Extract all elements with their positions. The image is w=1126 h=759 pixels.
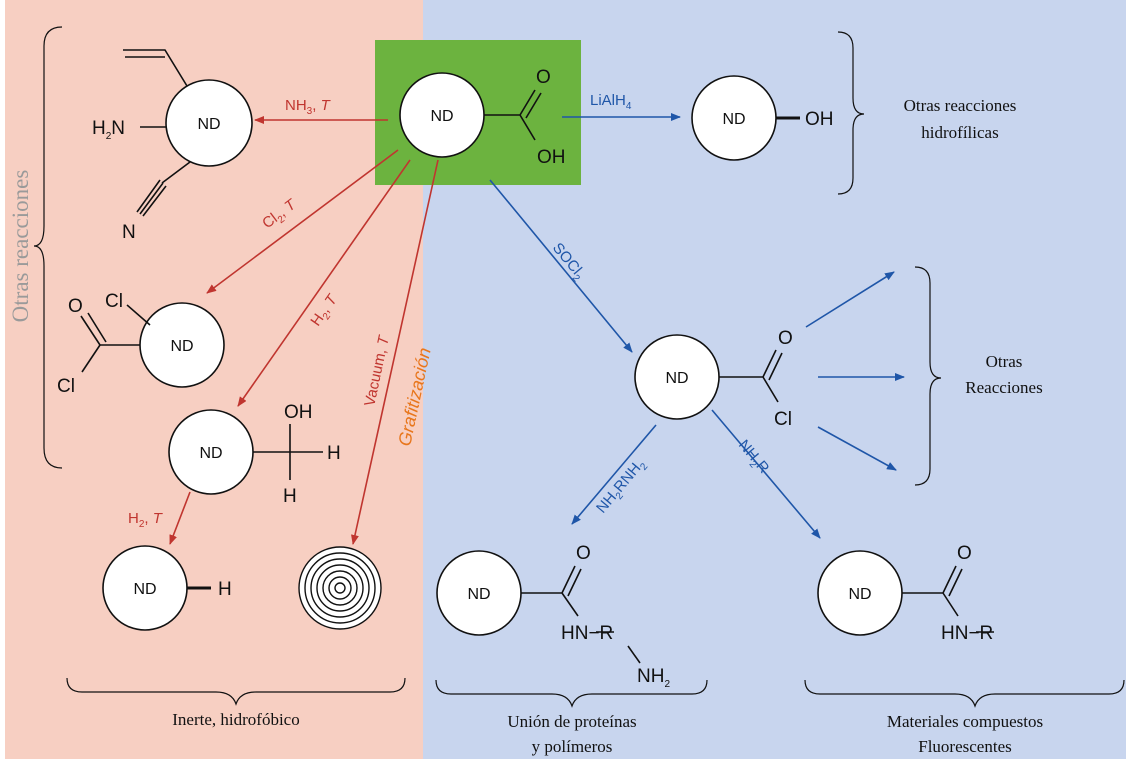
arrow-other-3 bbox=[817, 426, 897, 471]
arrow-vacuum bbox=[351, 159, 439, 545]
hn-r-label: HN−R bbox=[561, 623, 613, 644]
acyl-chloride-bonds bbox=[719, 349, 783, 403]
materiales-brace bbox=[804, 679, 1125, 708]
hydroxymethyl-molecule: ND OH H H bbox=[168, 402, 341, 507]
arrow-nh2r bbox=[711, 409, 821, 539]
materiales-caption-line2: Fluorescentes bbox=[918, 737, 1011, 756]
left-side-brace bbox=[33, 26, 63, 469]
hydroxymethyl-bonds bbox=[253, 424, 323, 480]
nitrile-n-label: N bbox=[122, 222, 136, 243]
nh2-label: NH2 bbox=[637, 666, 670, 690]
acyl-chloride-product: ND O Cl bbox=[634, 328, 793, 430]
arrow-h2-second bbox=[169, 491, 191, 545]
chloro-label: Cl bbox=[105, 291, 123, 312]
amide-o-label: O bbox=[576, 543, 591, 564]
acyl-chloride-molecule-left: ND Cl O Cl bbox=[57, 291, 225, 397]
nd-label: ND bbox=[467, 586, 490, 603]
nd-label: ND bbox=[133, 581, 156, 598]
amide-bonds bbox=[521, 565, 641, 664]
union-caption-line2: y polímeros bbox=[532, 737, 613, 756]
carboxyl-molecule: ND O OH bbox=[399, 67, 566, 168]
hydrogen-label: H bbox=[327, 443, 341, 464]
inerte-caption: Inerte, hidrofóbico bbox=[172, 710, 299, 729]
amide-bonds bbox=[902, 565, 994, 633]
nd-label: ND bbox=[848, 586, 871, 603]
vinyl-bond bbox=[123, 49, 188, 87]
nd-label: ND bbox=[722, 111, 745, 128]
amide-product-nh2: ND O HN−R NH2 bbox=[436, 543, 670, 690]
otras-reacciones-brace bbox=[914, 266, 942, 486]
carbonyl-o-label: O bbox=[68, 296, 83, 317]
union-brace bbox=[435, 679, 708, 708]
otras-reacciones-vertical-caption: Otras reacciones bbox=[8, 170, 33, 323]
carboxyl-oh-label: OH bbox=[537, 147, 566, 168]
reagent-lialh4-label: LiAlH4 bbox=[590, 92, 632, 112]
hydrophilic-brace bbox=[837, 31, 865, 195]
arrow-socl2 bbox=[489, 179, 633, 353]
hydrogen-label: H bbox=[218, 579, 232, 600]
hydrogenated-molecule: ND H bbox=[102, 545, 232, 631]
nd-label: ND bbox=[199, 445, 222, 462]
carboxyl-o-label: O bbox=[536, 67, 551, 88]
carbonyl-bond bbox=[80, 312, 140, 346]
otras-hidrofilicas-caption-line2: hidrofílicas bbox=[921, 123, 998, 142]
amide-o-label: O bbox=[957, 543, 972, 564]
arrow-cl2 bbox=[206, 149, 399, 294]
nd-label: ND bbox=[197, 116, 220, 133]
acyl-cl-label: Cl bbox=[774, 409, 792, 430]
hydroxyl-product: ND OH bbox=[691, 75, 834, 161]
nd-label: ND bbox=[430, 108, 453, 125]
chloro-bond bbox=[126, 304, 151, 326]
nd-particle-amine bbox=[165, 79, 253, 167]
carboxyl-bonds bbox=[484, 89, 542, 141]
arrow-nh2rnh2 bbox=[571, 424, 657, 525]
amide-product-r: ND O HN−R bbox=[817, 543, 994, 644]
reagent-h2-second-label: H2, T bbox=[128, 510, 164, 530]
hn-r-label: HN−R bbox=[941, 623, 993, 644]
acyl-cl-label: Cl bbox=[57, 376, 75, 397]
nd-label: ND bbox=[170, 338, 193, 355]
graphitized-onion bbox=[298, 546, 382, 630]
materiales-caption-line1: Materiales compuestos bbox=[887, 712, 1043, 731]
inerte-brace bbox=[66, 677, 406, 706]
hydroxyl-label: OH bbox=[284, 402, 313, 423]
otras-caption-line2: Reacciones bbox=[965, 378, 1042, 397]
amine-molecule: ND H2N N bbox=[92, 49, 253, 243]
amine-group-label: H2N bbox=[92, 118, 125, 142]
otras-caption-line1: Otras bbox=[986, 352, 1023, 371]
reagent-nh3-label: NH3, T bbox=[285, 97, 332, 117]
nitrile-bond bbox=[136, 161, 191, 217]
hydroxyl-label: OH bbox=[805, 109, 834, 130]
acyl-cl-bond bbox=[81, 344, 101, 373]
acyl-o-label: O bbox=[778, 328, 793, 349]
arrow-h2 bbox=[237, 159, 411, 407]
otras-hidrofilicas-caption-line1: Otras reacciones bbox=[904, 96, 1017, 115]
nd-label: ND bbox=[665, 370, 688, 387]
hydrogen-label: H bbox=[283, 486, 297, 507]
arrow-other-1 bbox=[805, 271, 895, 328]
union-caption-line1: Unión de proteínas bbox=[507, 712, 636, 731]
